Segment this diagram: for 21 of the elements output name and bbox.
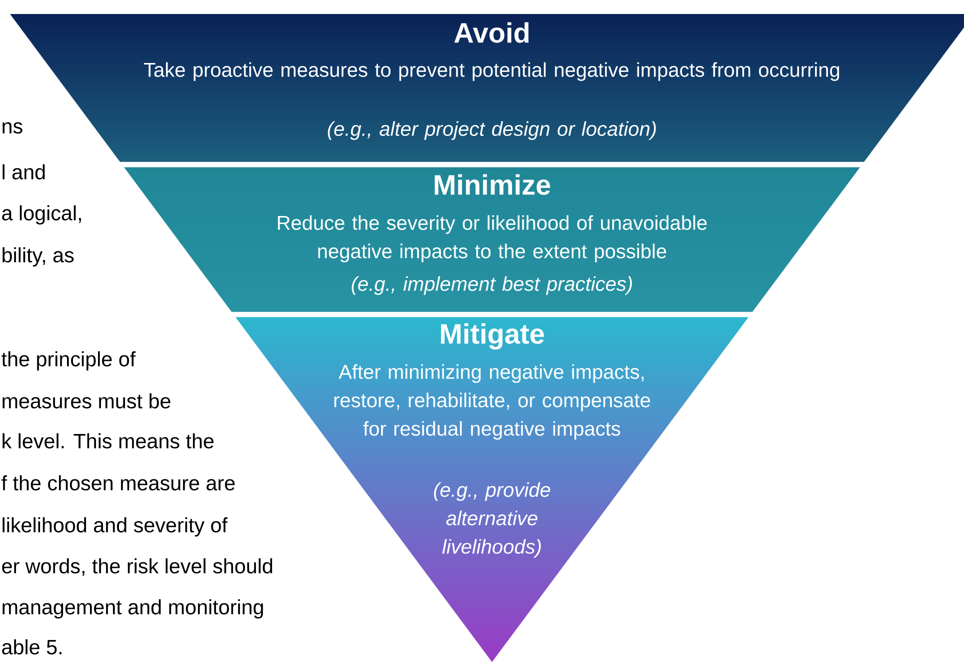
band-heading: Minimize <box>434 174 550 195</box>
paragraph-line: likelihood and severity of <box>2 517 228 537</box>
paragraph-line: ns <box>2 122 22 134</box>
band-heading: Avoid <box>454 22 529 43</box>
paragraph-line: a logical, <box>2 205 81 225</box>
paragraph-line: measures must be <box>2 393 170 408</box>
paragraph-line: k level. This means the <box>2 433 214 448</box>
paragraph-line: bility, as <box>2 247 74 267</box>
band-description: After minimizing negative impacts, restore, rehabilitate, or compensate for residual negative impacts <box>334 364 650 440</box>
band-description: Take proactive measures to prevent potential negative impacts from occurring <box>144 62 840 81</box>
band-heading: Mitigate <box>441 323 544 350</box>
paragraph-line: management and monitoring <box>2 599 263 619</box>
band-example: (e.g., alter project design or location) <box>328 121 656 140</box>
paragraph-line: f the chosen measure are <box>2 475 235 490</box>
paragraph-line: able 5. <box>2 639 62 654</box>
band-example: (e.g., implement best practices) <box>352 276 632 295</box>
paragraph-line: l and <box>2 164 45 180</box>
paragraph-line: er words, the risk level should <box>2 558 272 576</box>
band-description: Reduce the severity or likelihood of unavoidable negative impacts to the extent possible <box>278 215 707 262</box>
paragraph-line: the principle of <box>2 351 136 371</box>
band-example: (e.g., provide alternative livelihoods) <box>434 482 550 558</box>
